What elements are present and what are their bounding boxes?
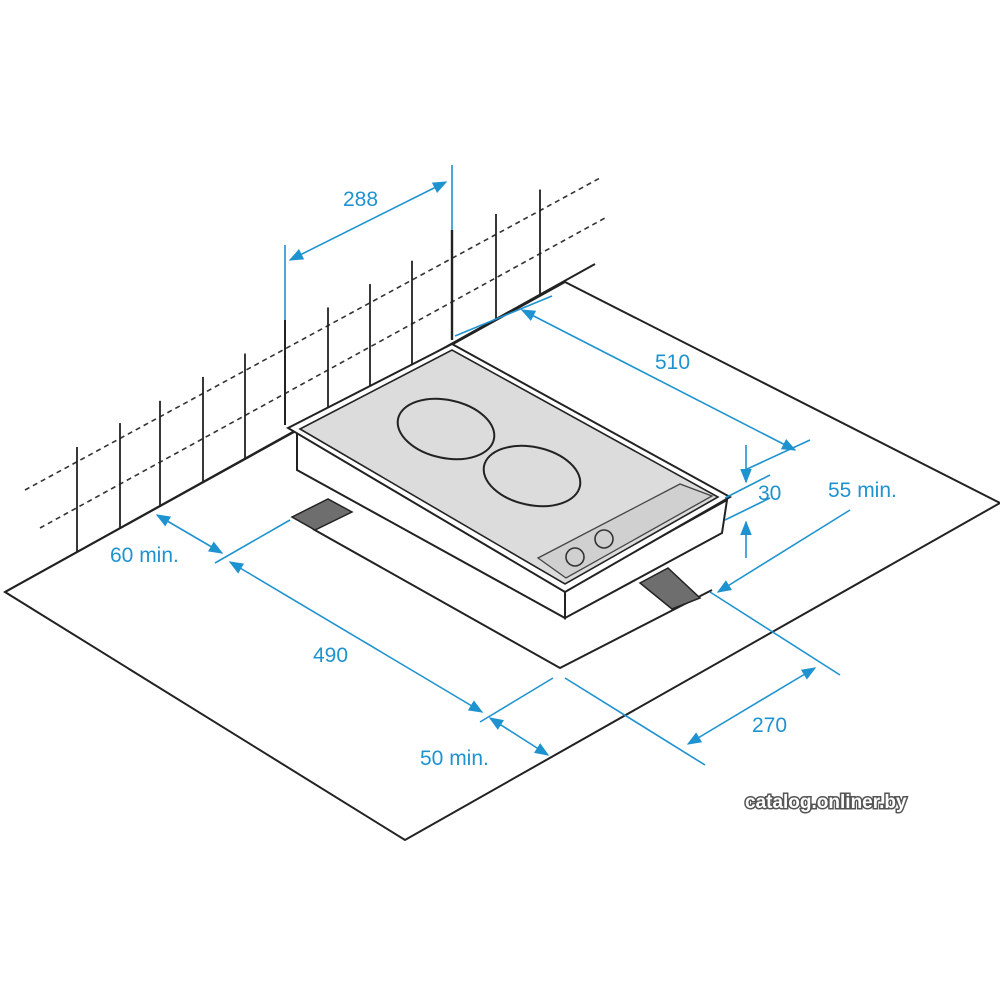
dimension-510: 510 bbox=[655, 351, 690, 374]
dimension-490: 490 bbox=[313, 644, 348, 667]
hob bbox=[285, 342, 733, 620]
dimension-288: 288 bbox=[343, 188, 378, 211]
control-knob-1 bbox=[565, 547, 585, 567]
dimension-270: 270 bbox=[752, 714, 787, 737]
dimension-60-min: 60 min. bbox=[110, 544, 179, 567]
burner-rear bbox=[396, 397, 496, 461]
dimension-50-min: 50 min. bbox=[420, 747, 489, 770]
dimension-30: 30 bbox=[758, 482, 781, 505]
cutout-shadow-right bbox=[638, 567, 702, 610]
control-panel bbox=[536, 483, 714, 579]
cutout-shadow-left bbox=[290, 498, 354, 531]
dimension-lines bbox=[155, 165, 851, 766]
control-knob-2 bbox=[594, 529, 614, 549]
dimension-55-min: 55 min. bbox=[828, 479, 897, 502]
watermark: catalog.onliner.by bbox=[745, 792, 907, 813]
